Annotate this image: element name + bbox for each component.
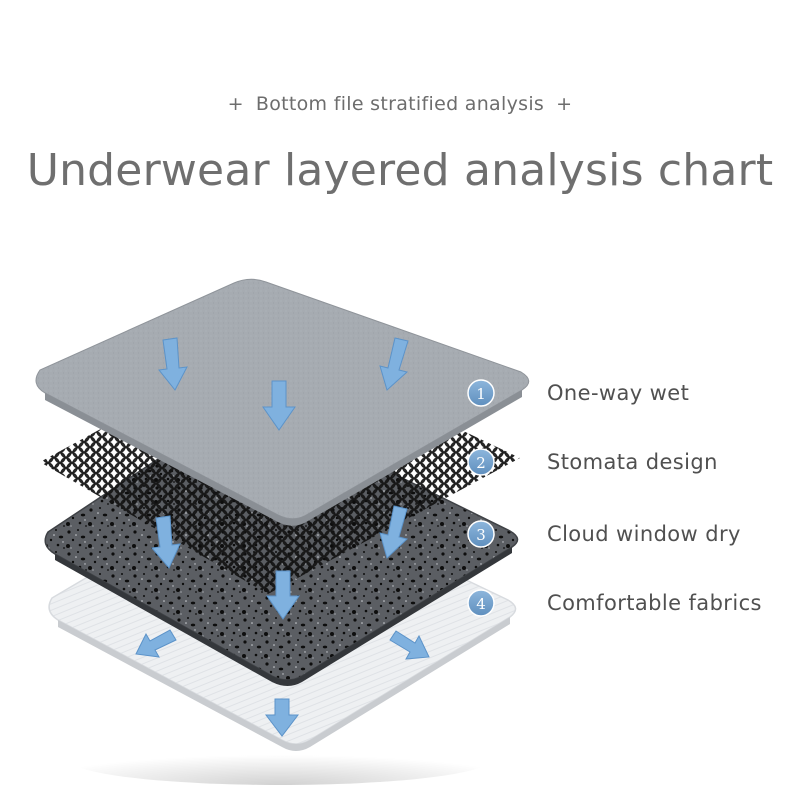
- badge-number: 4: [476, 595, 486, 613]
- badge-number: 1: [476, 385, 486, 403]
- subtitle-text: Bottom file stratified analysis: [255, 93, 545, 115]
- badge-number: 2: [476, 454, 486, 472]
- subtitle: + Bottom file stratified analysis +: [0, 93, 800, 115]
- layer-label-2: Stomata design: [547, 450, 718, 474]
- badge-number: 3: [476, 526, 486, 544]
- arrow-down-icon: [379, 337, 409, 391]
- layer-badge-3: 3: [467, 520, 495, 548]
- layer-badge-2: 2: [467, 448, 495, 476]
- arrow-down-icon: [158, 337, 188, 391]
- layer-badge-4: 4: [467, 589, 495, 617]
- layer-badge-1: 1: [467, 379, 495, 407]
- arrow-down-icon: [264, 698, 300, 737]
- arrow-down-icon: [262, 380, 296, 431]
- page-title: Underwear layered analysis chart: [26, 145, 774, 196]
- arrow-down-icon: [151, 515, 181, 569]
- arrow-down-right-icon: [389, 630, 430, 660]
- arrow-down-icon: [266, 570, 300, 620]
- stack-shadow: [70, 735, 490, 785]
- layer-label-4: Comfortable fabrics: [547, 591, 762, 615]
- arrow-down-left-icon: [135, 629, 177, 658]
- subtitle-prefix: +: [227, 93, 244, 115]
- subtitle-suffix: +: [556, 93, 573, 115]
- layer-label-3: Cloud window dry: [547, 522, 741, 546]
- arrow-down-icon: [379, 505, 409, 559]
- layer-label-1: One-way wet: [547, 381, 690, 405]
